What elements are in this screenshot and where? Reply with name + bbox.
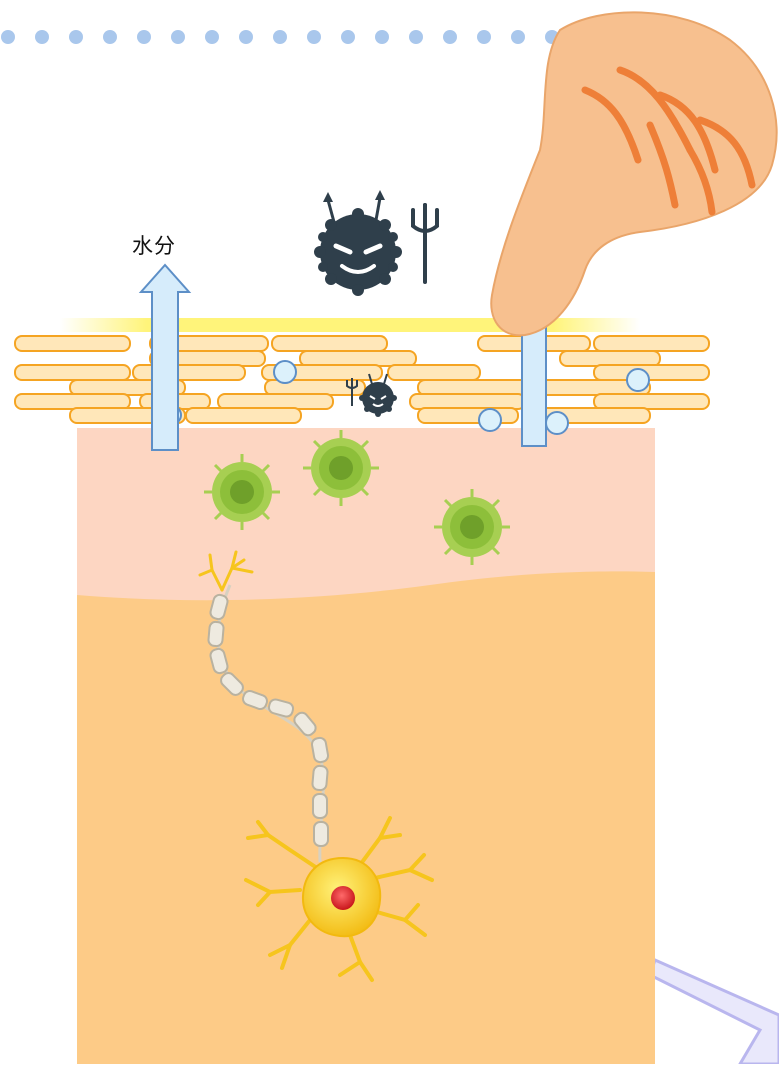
corner-decoration (650, 960, 779, 1064)
nucleus (331, 886, 355, 910)
stratum-corneum (15, 336, 709, 423)
finger-icon (491, 12, 776, 335)
dotted-border-top (1, 30, 559, 44)
dermis-layer (77, 571, 655, 1064)
germ-icon (314, 190, 402, 296)
trident-icon (413, 205, 437, 282)
water-label: 水分 (132, 230, 176, 260)
